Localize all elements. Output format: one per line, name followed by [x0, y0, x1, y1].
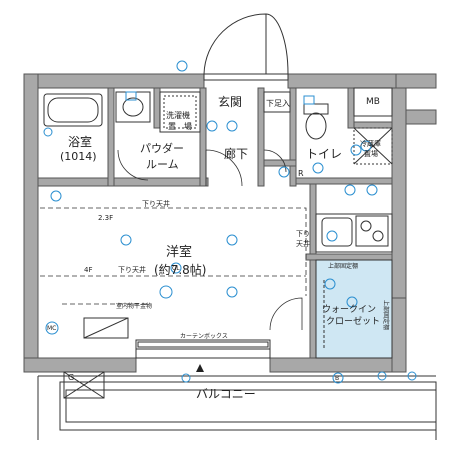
upper-shelf-side-label: 上部固定棚 [382, 300, 390, 330]
cl-symbol-label: CL [172, 265, 180, 272]
balcony-label: バルコニー [196, 387, 256, 401]
shoe-cabinet [263, 91, 291, 113]
walk-in-closet-label-line2: クローゼット [326, 315, 380, 327]
fridge-space [353, 127, 393, 165]
r-symbol-label: R [298, 169, 304, 178]
washer-label-line2: 置 場 [168, 121, 192, 131]
upper-shelf-label: 上部固定棚 [328, 262, 358, 270]
g-symbol-label: G [68, 373, 74, 382]
balcony-outline [37, 375, 437, 440]
powder-room-label-line1: パウダー [140, 141, 184, 155]
fridge-label-line2: 置場 [364, 149, 378, 158]
electrical-symbols [43, 60, 417, 384]
walk-in-closet-label-line1: ウォークイン [322, 304, 376, 315]
curtain-box-label: カーテンボックス [180, 332, 228, 340]
toilet-label: トイレ [306, 147, 342, 161]
interior-walls [37, 87, 393, 359]
corridor-label: 廊下 [224, 146, 248, 161]
powder-room-label-line2: ルーム [146, 158, 179, 171]
balcony-window [135, 339, 271, 359]
gas-heater [63, 371, 105, 399]
drop-ceiling-top-label: 下り天井 [142, 199, 170, 208]
washer-label-line1: 洗濯機 [166, 110, 190, 120]
drying-hardware-label: 室内物干金物 [116, 302, 152, 310]
toilet-fixture [303, 103, 329, 140]
storage-block [83, 317, 129, 339]
interior-doors [117, 149, 303, 331]
entrance-label: 玄関 [218, 94, 242, 109]
entrance-door [203, 13, 289, 81]
fridge-label-line1: 冷蔵庫 [360, 139, 381, 148]
bathroom-label: 浴室 [68, 134, 92, 149]
height-23f-label: 2.3F [98, 214, 113, 222]
b-symbol-label: B [335, 375, 339, 382]
direction-arrow-icon [196, 364, 204, 372]
walk-in-closet-area [315, 259, 393, 359]
annotation-labels: 下り天井 2.3F 4F 下り天井 下り 天井 室内物干金物 カーテンボックス … [84, 139, 390, 340]
bathroom-size-label: (1014) [60, 150, 97, 163]
mc-symbol-label: MC [47, 325, 56, 332]
washbasin [115, 91, 151, 123]
drop-ceiling-lines [40, 207, 307, 305]
symbol-labels: CL MC G B R [47, 169, 339, 382]
western-room-label: 洋室 [166, 244, 192, 260]
room-labels: 浴室 (1014) パウダー ルーム 洗濯機 置 場 玄関 下足入 廊下 トイレ… [60, 94, 380, 401]
height-4f-label: 4F [84, 266, 92, 274]
washing-machine-area [159, 91, 201, 133]
drop-ceiling-side-label-line1: 下り [296, 230, 310, 238]
kitchen-counter [315, 213, 393, 253]
shoe-storage-label: 下足入 [266, 99, 290, 108]
drop-ceiling-mid-label: 下り天井 [118, 265, 146, 274]
bathtub [43, 93, 103, 127]
mb-box [353, 87, 393, 117]
mb-label: MB [366, 97, 380, 107]
drop-ceiling-side-label-line2: 天井 [296, 239, 310, 248]
western-room-size-label: (約7.8帖) [154, 262, 206, 277]
